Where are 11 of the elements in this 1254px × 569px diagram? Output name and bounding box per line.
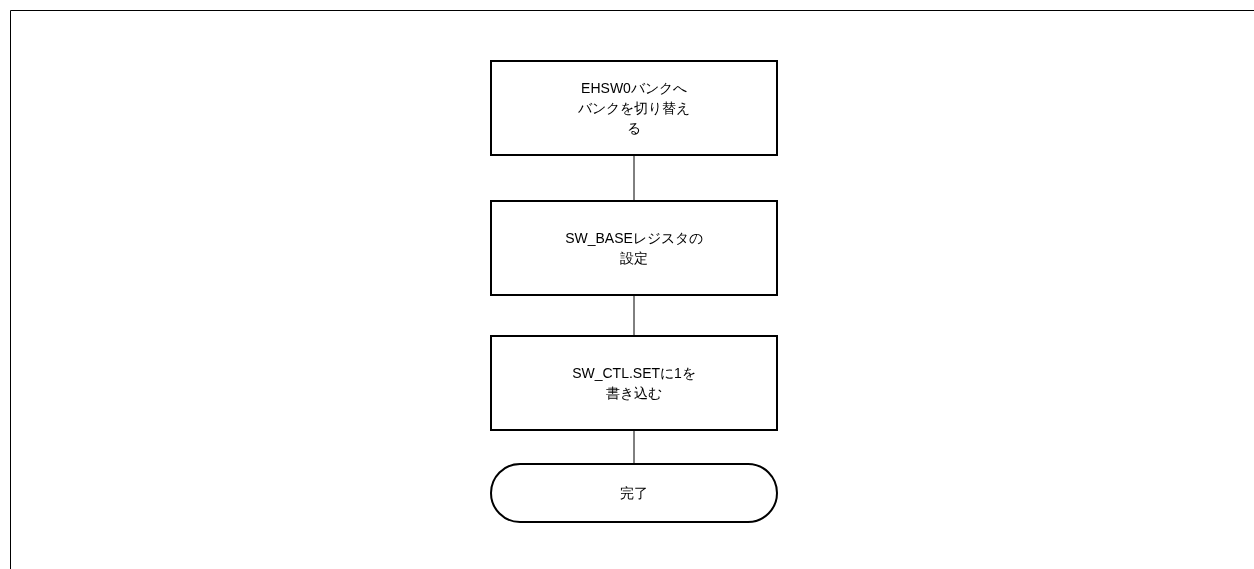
connector-line (633, 295, 635, 336)
terminal-shape (490, 463, 778, 523)
step-label: SW_CTL.SETに1を書き込む (571, 364, 697, 403)
process-box (490, 200, 778, 296)
step-label: EHSW0バンクへバンクを切り替える (577, 79, 691, 138)
process-box (490, 60, 778, 156)
step-label: SW_BASEレジスタの設定 (564, 229, 704, 268)
connector-line (633, 430, 635, 464)
terminal-label: 完了 (619, 484, 649, 503)
process-box (490, 335, 778, 431)
connector-line (633, 155, 635, 201)
